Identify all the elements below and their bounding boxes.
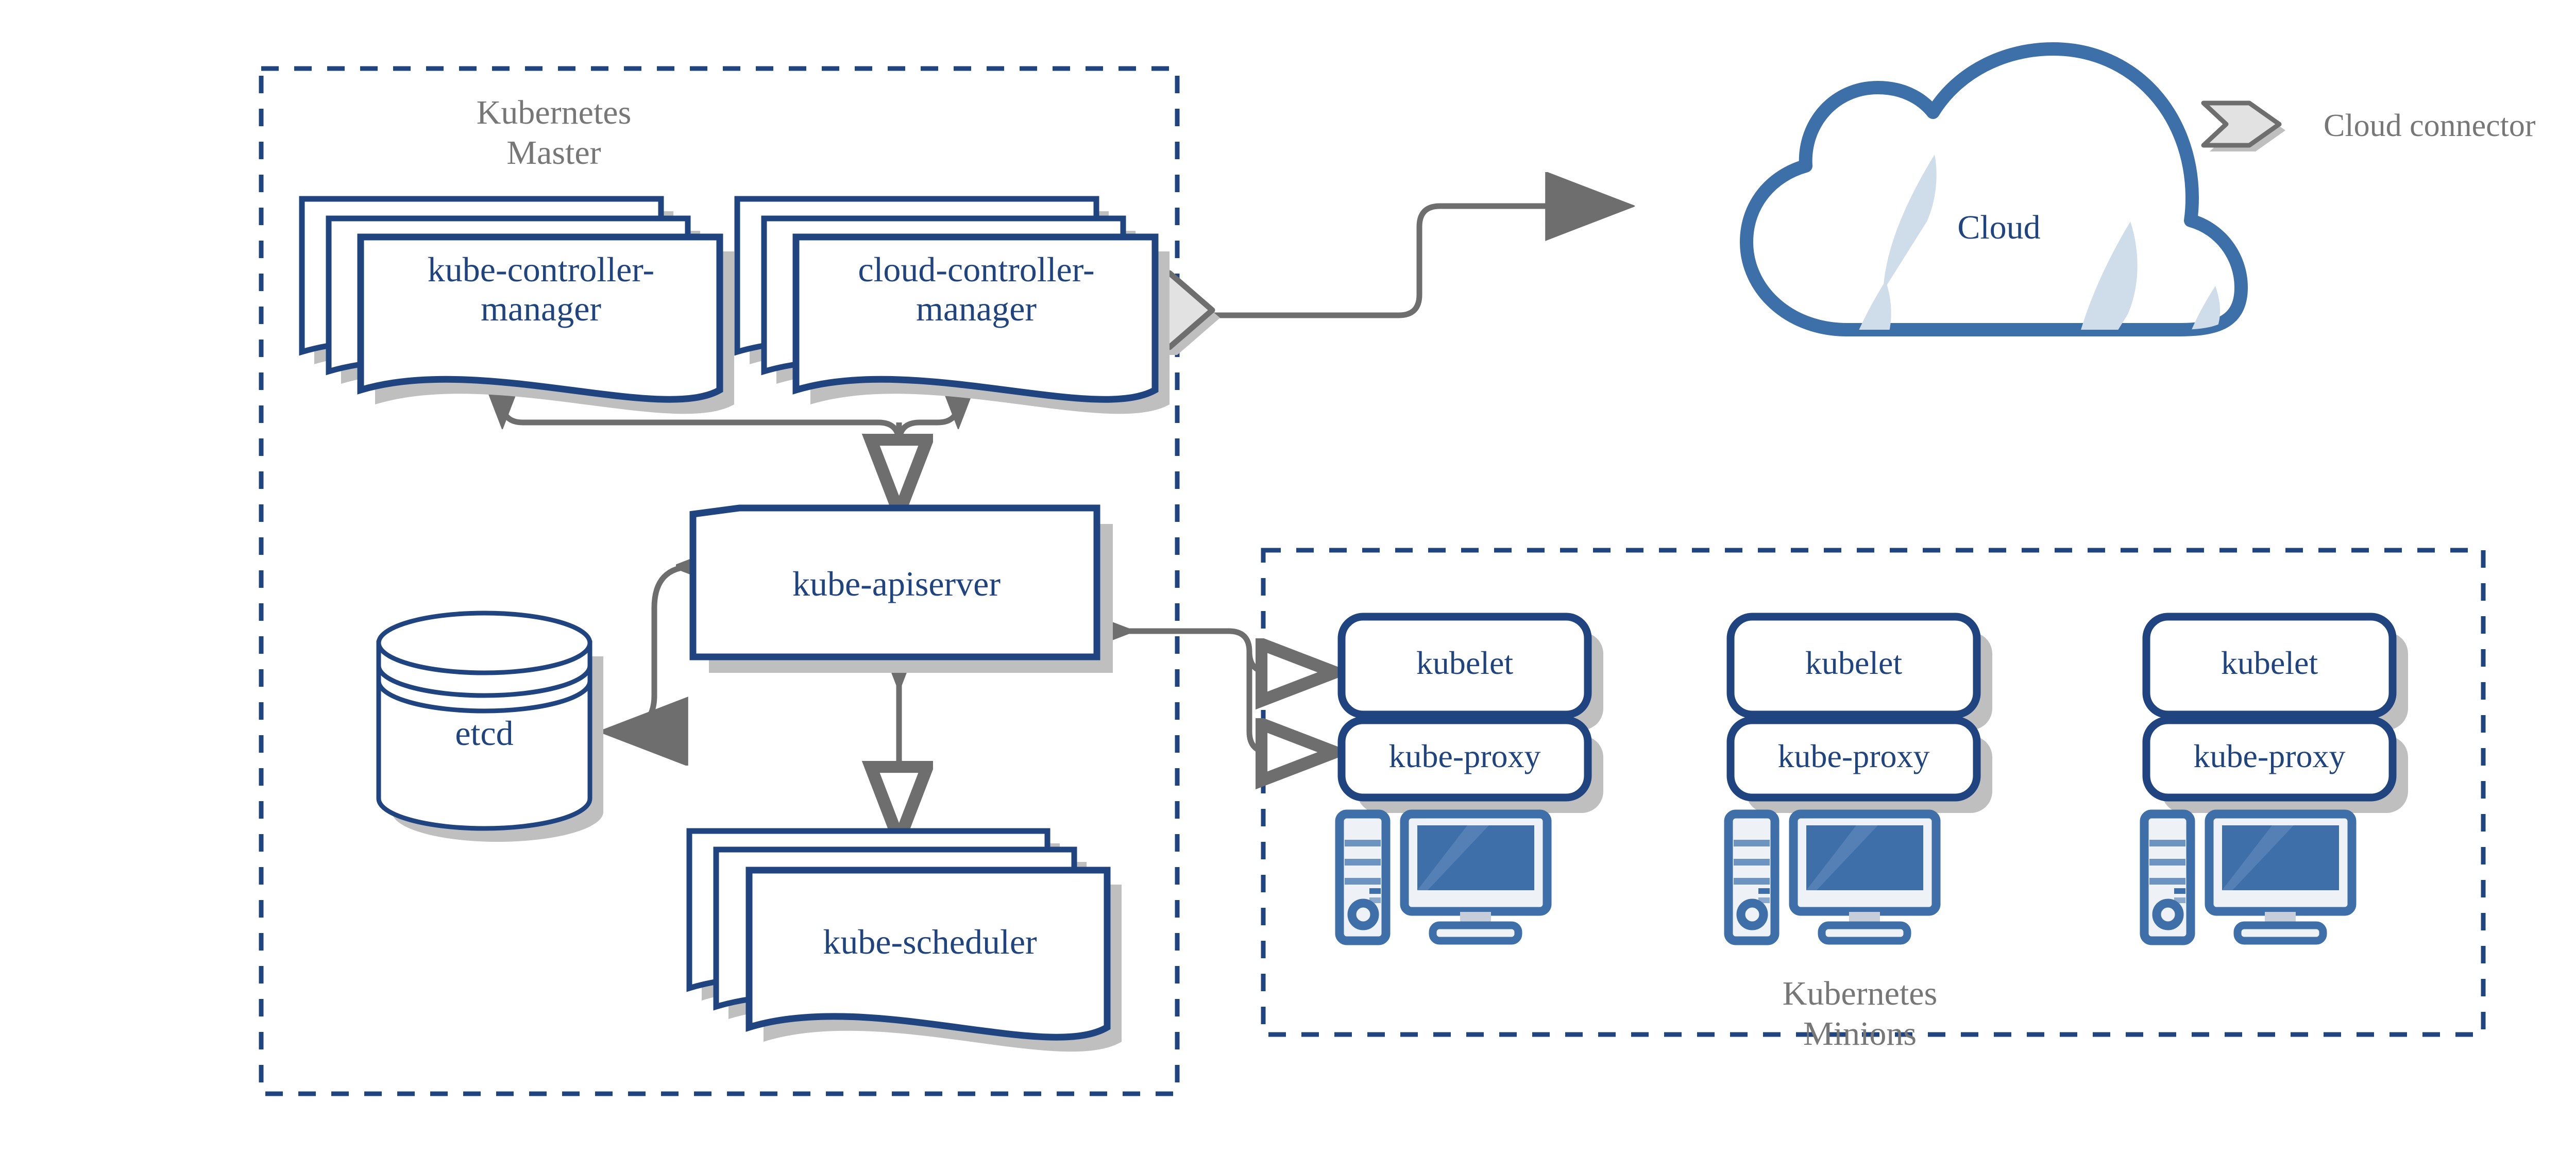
kube-scheduler-label: kube-scheduler (823, 922, 1037, 961)
legend-cloud-connector-icon (2201, 100, 2285, 151)
connector-apiserver-to-kubelet (1118, 631, 1329, 672)
minion-3-computer-icon (2140, 809, 2357, 945)
zone-minions-label: Kubernetes Minions (1782, 975, 1938, 1053)
zone-minions-border (1261, 548, 2486, 1037)
cloud-highlight-blades (1835, 155, 2221, 330)
cloud-label: Cloud (1957, 209, 2041, 246)
minion-3-kubelet-label: kubelet (2221, 645, 2318, 681)
node-etcd[interactable] (376, 611, 603, 842)
connector-apiserver-to-kubeproxy (1246, 652, 1329, 752)
minion-1-kubeproxy-label: kube-proxy (1388, 738, 1541, 774)
kube-apiserver-label: kube-apiserver (792, 564, 1001, 603)
zone-master-border (259, 66, 1180, 1096)
node-kube-scheduler[interactable] (686, 828, 1122, 1052)
node-kube-apiserver[interactable] (689, 504, 1113, 673)
minion-node-2 (1724, 613, 1992, 945)
etcd-label: etcd (455, 714, 514, 753)
zone-master-label: Kubernetes Master (476, 94, 632, 172)
legend-label: Cloud connector (2324, 108, 2536, 143)
node-cloud-controller-manager[interactable] (734, 196, 1170, 414)
minion-1-kubelet-label: kubelet (1416, 645, 1514, 681)
minion-node-3 (2140, 613, 2408, 945)
minion-2-kubeproxy-label: kube-proxy (1777, 738, 1930, 774)
node-kube-controller-manager[interactable] (299, 196, 734, 414)
connector-group (502, 206, 1618, 835)
connector-apiserver-to-ccm (896, 402, 958, 459)
minion-node-1 (1335, 613, 1603, 945)
minion-1-computer-icon (1335, 809, 1552, 945)
connector-apiserver-to-etcd (616, 567, 693, 732)
cloud-controller-manager-label: cloud-controller- manager (858, 250, 1095, 329)
connector-ccm-to-cloud (1213, 206, 1618, 318)
kube-controller-manager-label: kube-controller- manager (427, 250, 655, 329)
minion-3-kubeproxy-label: kube-proxy (2193, 738, 2346, 774)
cloud-shape (1740, 42, 2248, 336)
minion-2-computer-icon (1724, 809, 1941, 945)
minion-2-kubelet-label: kubelet (1805, 645, 1903, 681)
